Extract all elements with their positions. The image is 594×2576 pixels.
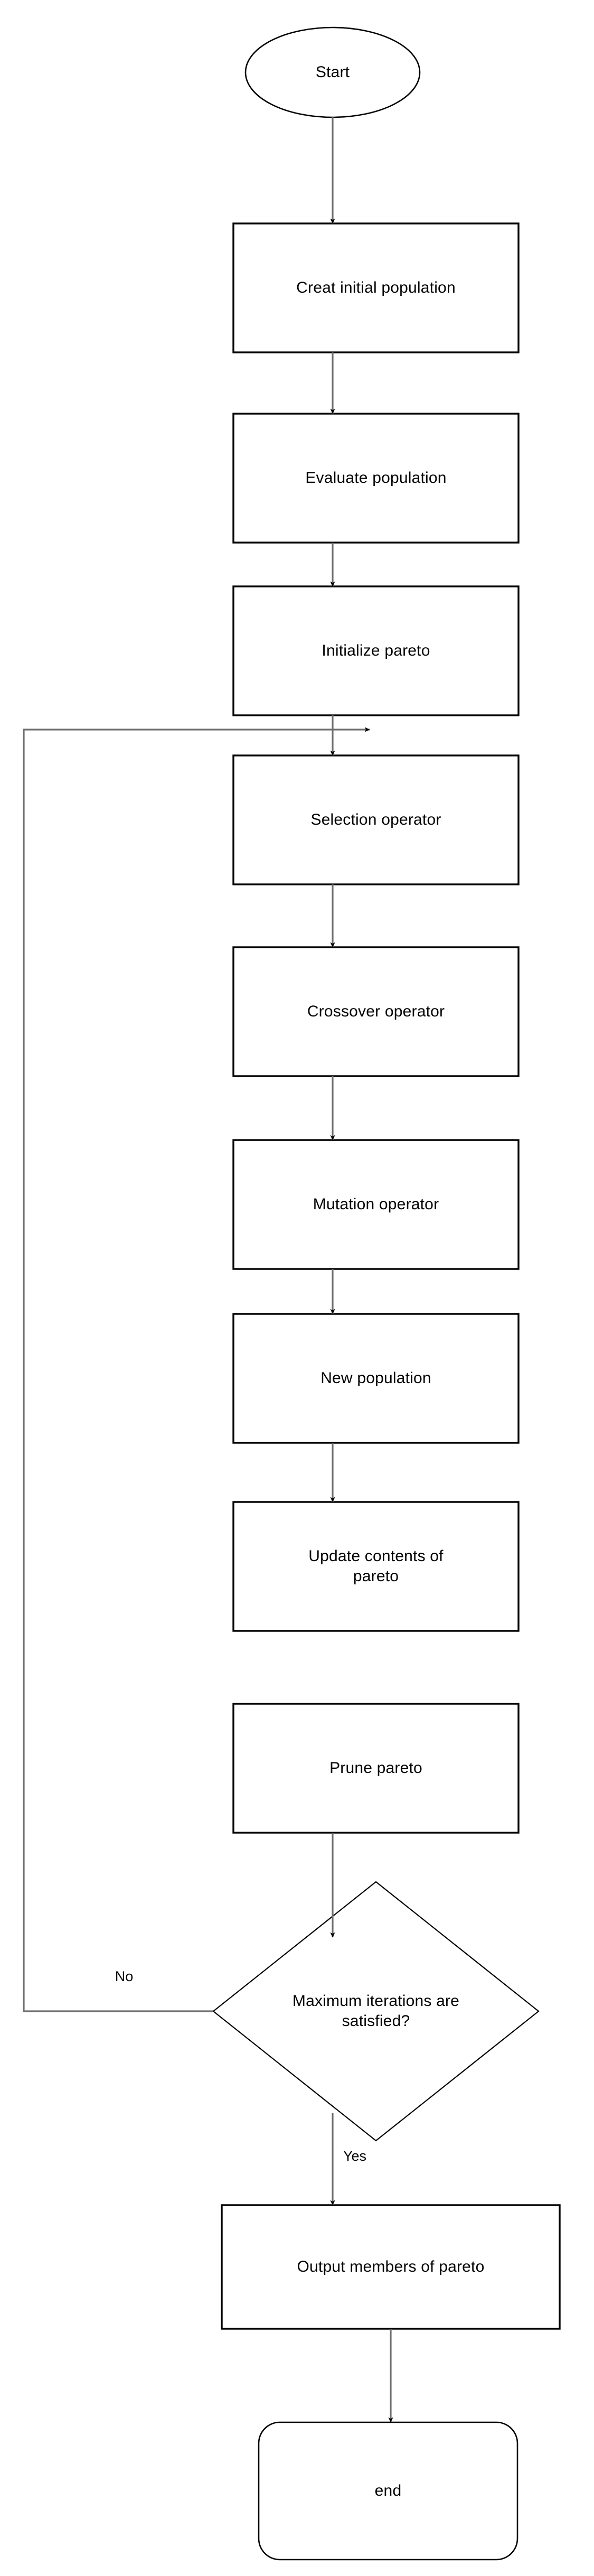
- node-selection-operator-shape[interactable]: [232, 754, 520, 885]
- node-output-members-of-pareto-shape[interactable]: [221, 2204, 561, 2330]
- node-evaluate-shape[interactable]: [232, 413, 520, 544]
- node-create-shape[interactable]: [232, 222, 520, 353]
- node-update-contents-of-pareto-shape[interactable]: [232, 1501, 520, 1632]
- node-initialize-pareto-shape[interactable]: [232, 585, 520, 716]
- node-new-population-shape[interactable]: [232, 1313, 520, 1444]
- node-mutation-operator-shape[interactable]: [232, 1139, 520, 1270]
- node-prune-pareto-shape[interactable]: [232, 1703, 520, 1834]
- node-end-shape[interactable]: [258, 2421, 518, 2561]
- node-crossover-operator-shape[interactable]: [232, 946, 520, 1077]
- edge-decision-no-loop-back: [23, 727, 370, 2012]
- node-decision-shape[interactable]: [212, 1881, 540, 2142]
- node-start-shape[interactable]: [244, 26, 421, 118]
